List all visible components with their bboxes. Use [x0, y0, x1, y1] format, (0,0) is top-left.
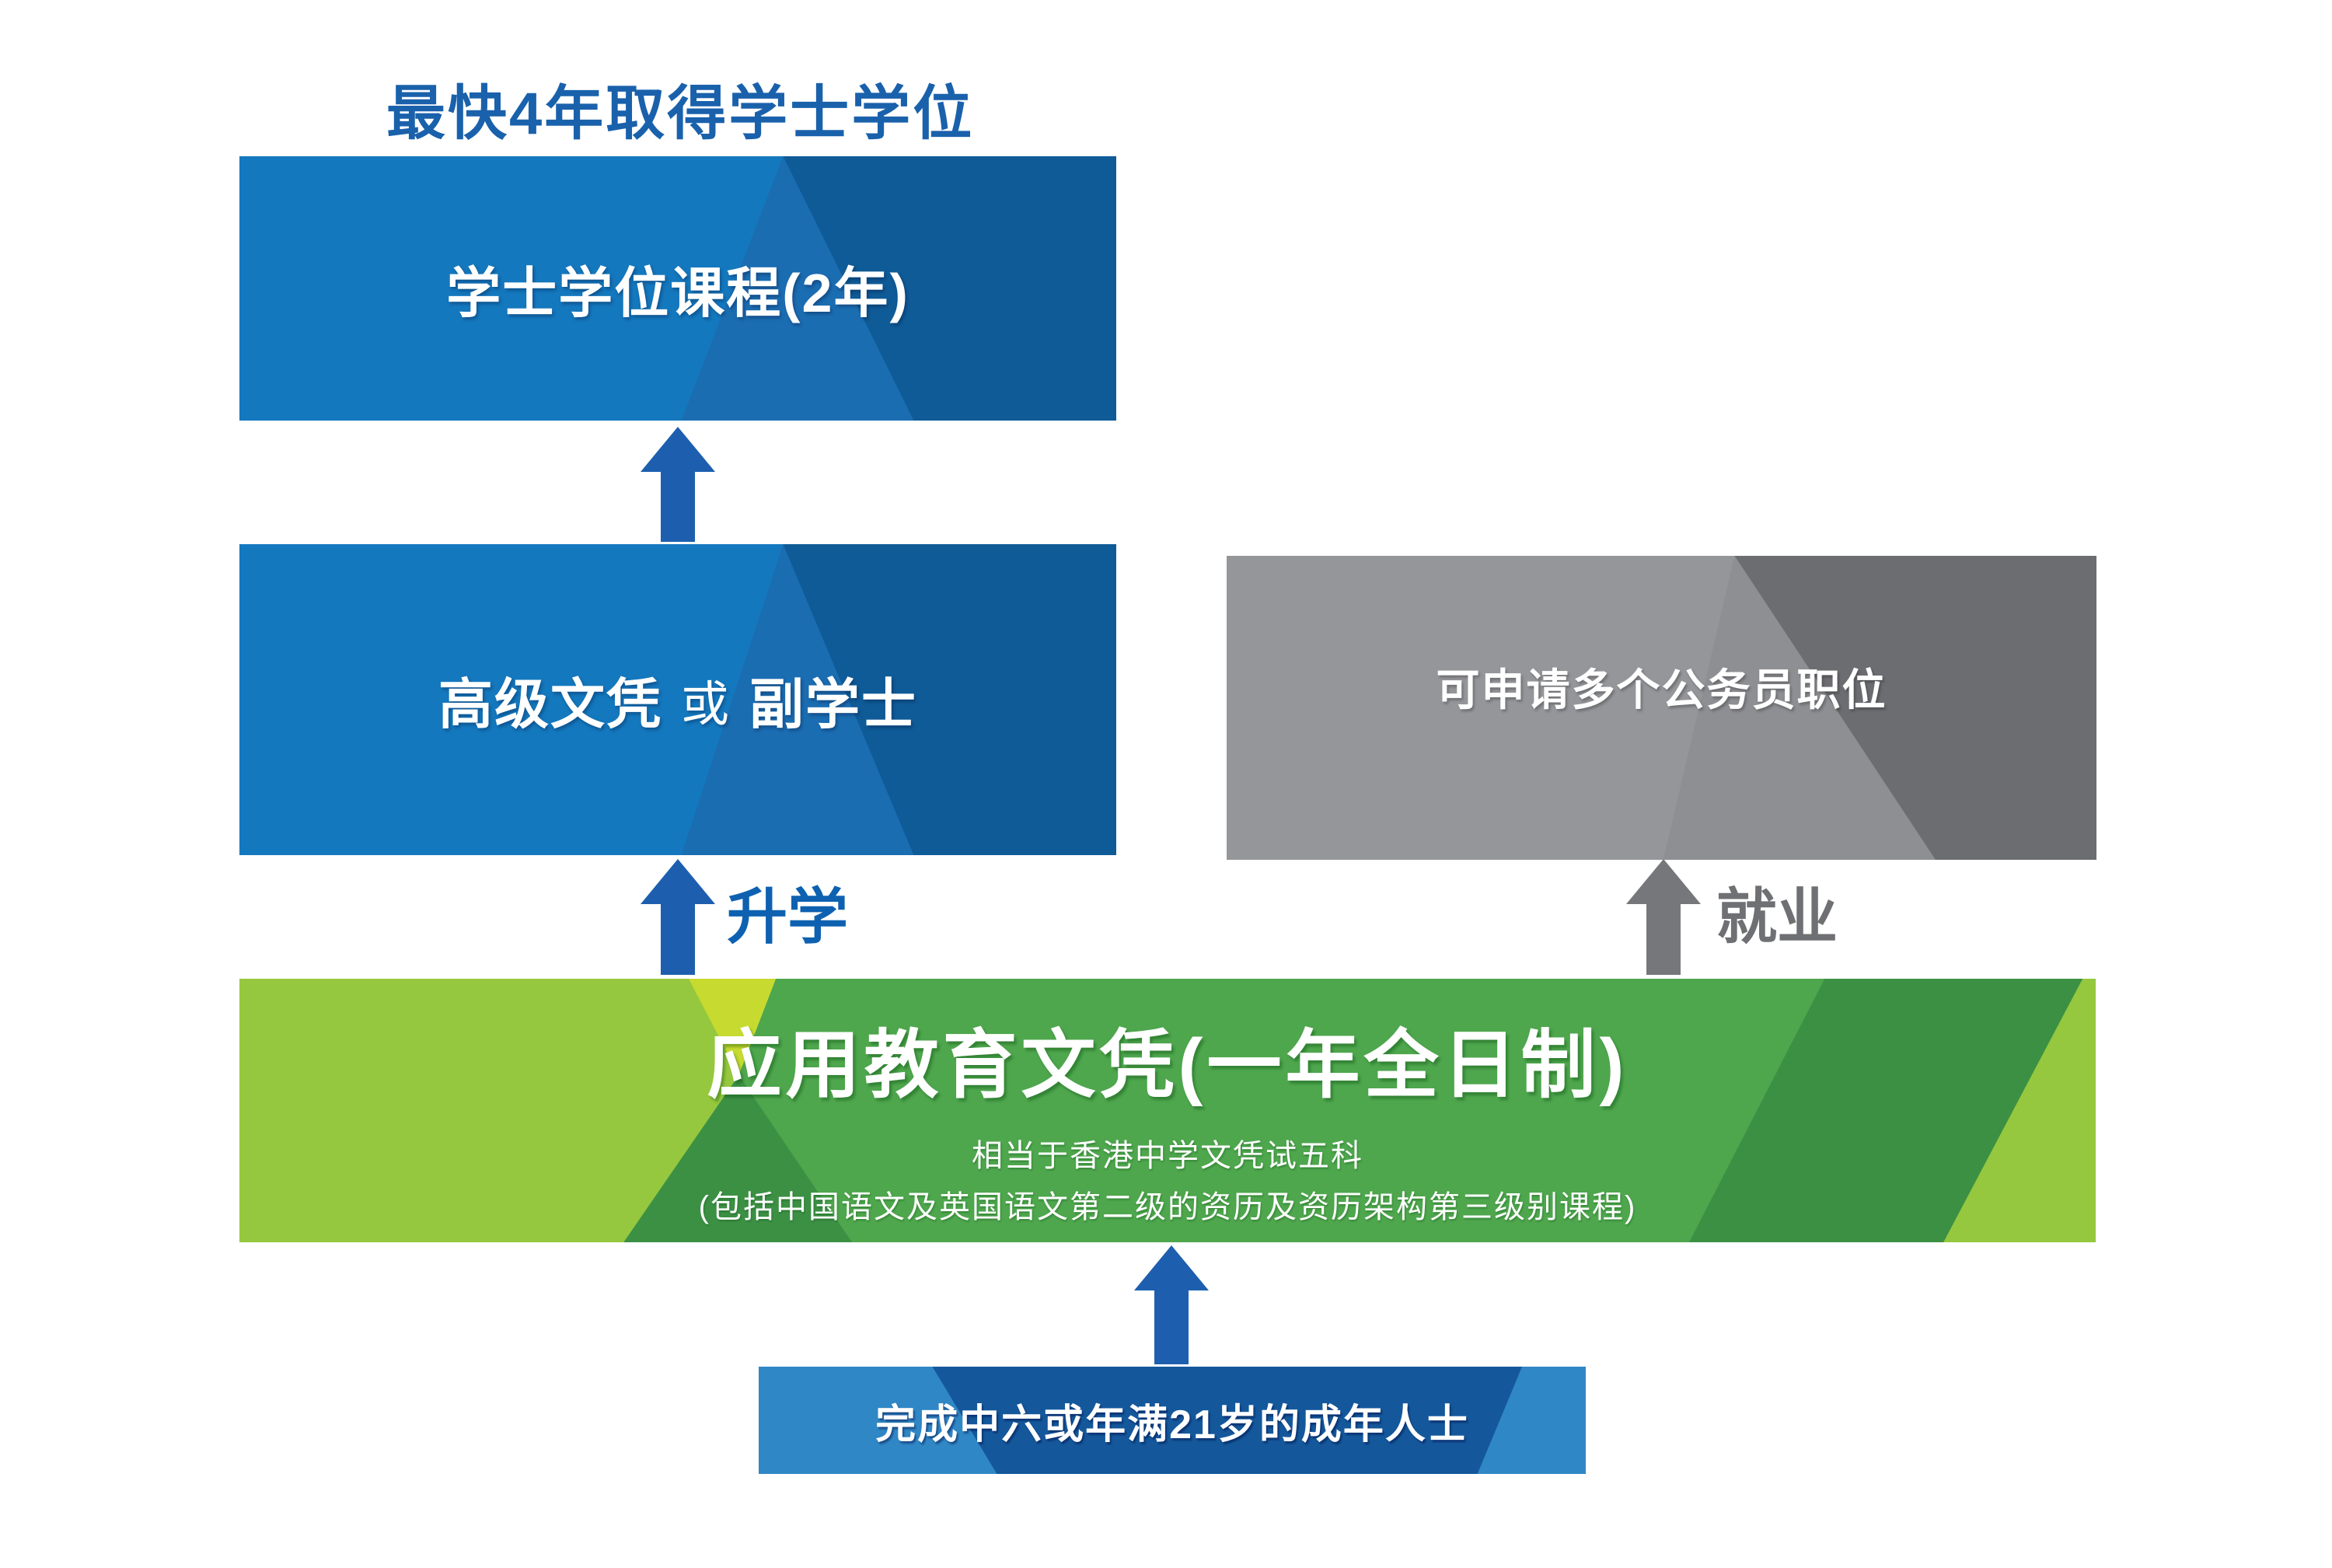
applied-diploma-title: 应用教育文凭(一年全日制)	[707, 1024, 1629, 1107]
applied-diploma-subtitle-2: (包括中国语文及英国语文第二级的资历及资历架构第三级别课程)	[698, 1189, 1637, 1224]
arrow-head-icon	[641, 859, 715, 904]
arrow-head-icon	[1134, 1245, 1209, 1290]
up-arrow-icon	[641, 427, 715, 542]
arrow-shaft	[661, 472, 695, 542]
arrow-shaft	[1154, 1290, 1189, 1364]
applied-diploma-subtitle-1: 相当于香港中学文凭试五科	[972, 1138, 1363, 1173]
entry-requirement-label: 完成中六或年满21岁的成年人士	[875, 1402, 1469, 1448]
higher-diploma-label: 高级文凭 或 副学士	[239, 544, 1116, 855]
arrow-head-icon	[1626, 859, 1701, 904]
applied-diploma-content: 应用教育文凭(一年全日制) 相当于香港中学文凭试五科 (包括中国语文及英国语文第…	[239, 979, 2096, 1242]
applied-education-diploma-box: 应用教育文凭(一年全日制) 相当于香港中学文凭试五科 (包括中国语文及英国语文第…	[239, 979, 2096, 1242]
higher-diploma-box: 高级文凭 或 副学士	[239, 544, 1116, 855]
entry-requirement-box: 完成中六或年满21岁的成年人士	[759, 1367, 1586, 1474]
civil-service-box: 可申请多个公务员职位	[1227, 556, 2096, 860]
page-title: 最快4年取得学士学位	[386, 81, 975, 147]
bachelor-degree-label: 学士学位课程(2年)	[446, 262, 909, 323]
employment-up-arrow-icon	[1626, 859, 1701, 975]
or-word: 或	[680, 678, 731, 732]
bachelor-degree-box: 学士学位课程(2年)	[239, 156, 1116, 421]
associate-degree-word: 副学士	[749, 673, 917, 735]
arrow-head-icon	[641, 427, 715, 472]
higher-diploma-left: 高级文凭	[438, 673, 662, 735]
study-up-arrow-icon	[641, 859, 715, 975]
facet-dark-trapezoid	[932, 1367, 1523, 1474]
employment-path-label: 就业	[1716, 882, 1838, 951]
study-path-label: 升学	[727, 882, 849, 951]
entry-up-arrow-icon	[1134, 1245, 1209, 1364]
arrow-shaft	[661, 904, 695, 975]
arrow-shaft	[1646, 904, 1681, 975]
civil-service-label: 可申请多个公务员职位	[1436, 665, 1887, 714]
